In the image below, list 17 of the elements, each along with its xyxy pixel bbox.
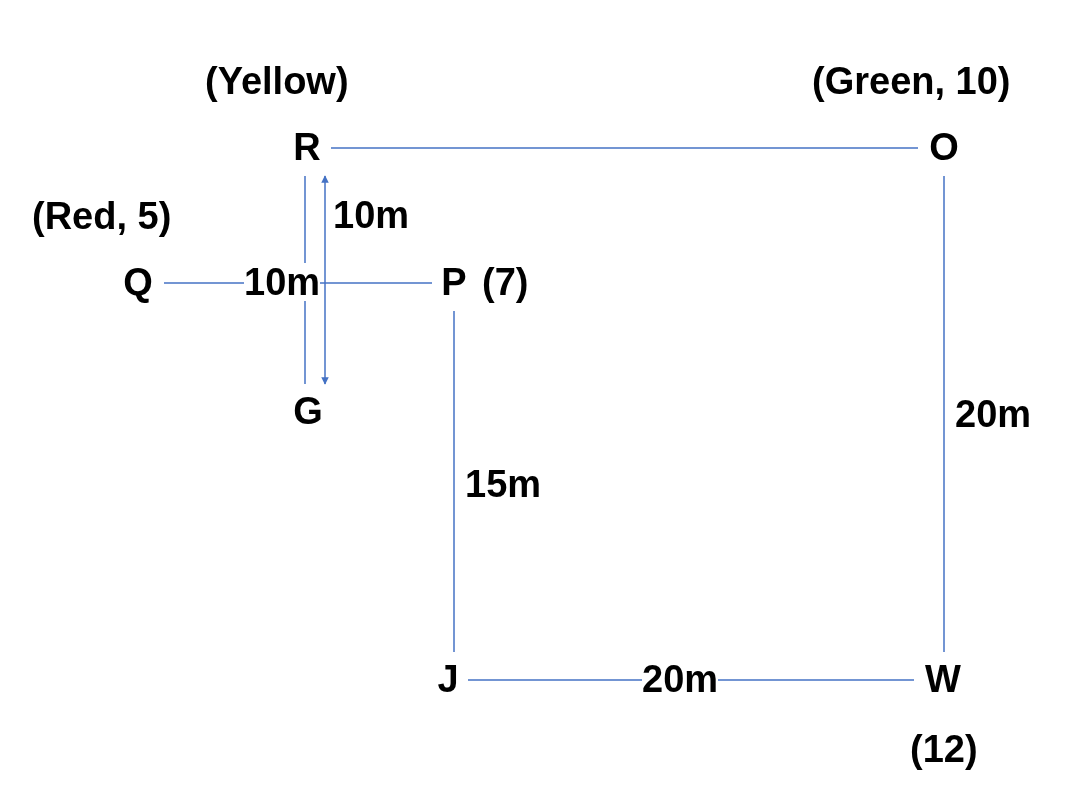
line	[330, 147, 919, 149]
edge-label: 10m	[244, 263, 321, 301]
point-label: Q	[120, 263, 156, 303]
point-annotation: (12)	[910, 730, 978, 768]
point-label: G	[291, 392, 325, 432]
line	[321, 175, 329, 385]
point-label: J	[436, 660, 460, 700]
point-label: R	[291, 128, 323, 168]
point-annotation: (Yellow)	[205, 62, 349, 100]
point-label: W	[922, 660, 964, 700]
line	[943, 175, 945, 653]
line	[453, 310, 455, 653]
point-annotation: (Green, 10)	[812, 62, 1011, 100]
point-label: P	[440, 263, 468, 303]
point-label: O	[926, 128, 962, 168]
point-annotation: (Red, 5)	[32, 197, 172, 235]
point-annotation: (7)	[482, 263, 529, 301]
